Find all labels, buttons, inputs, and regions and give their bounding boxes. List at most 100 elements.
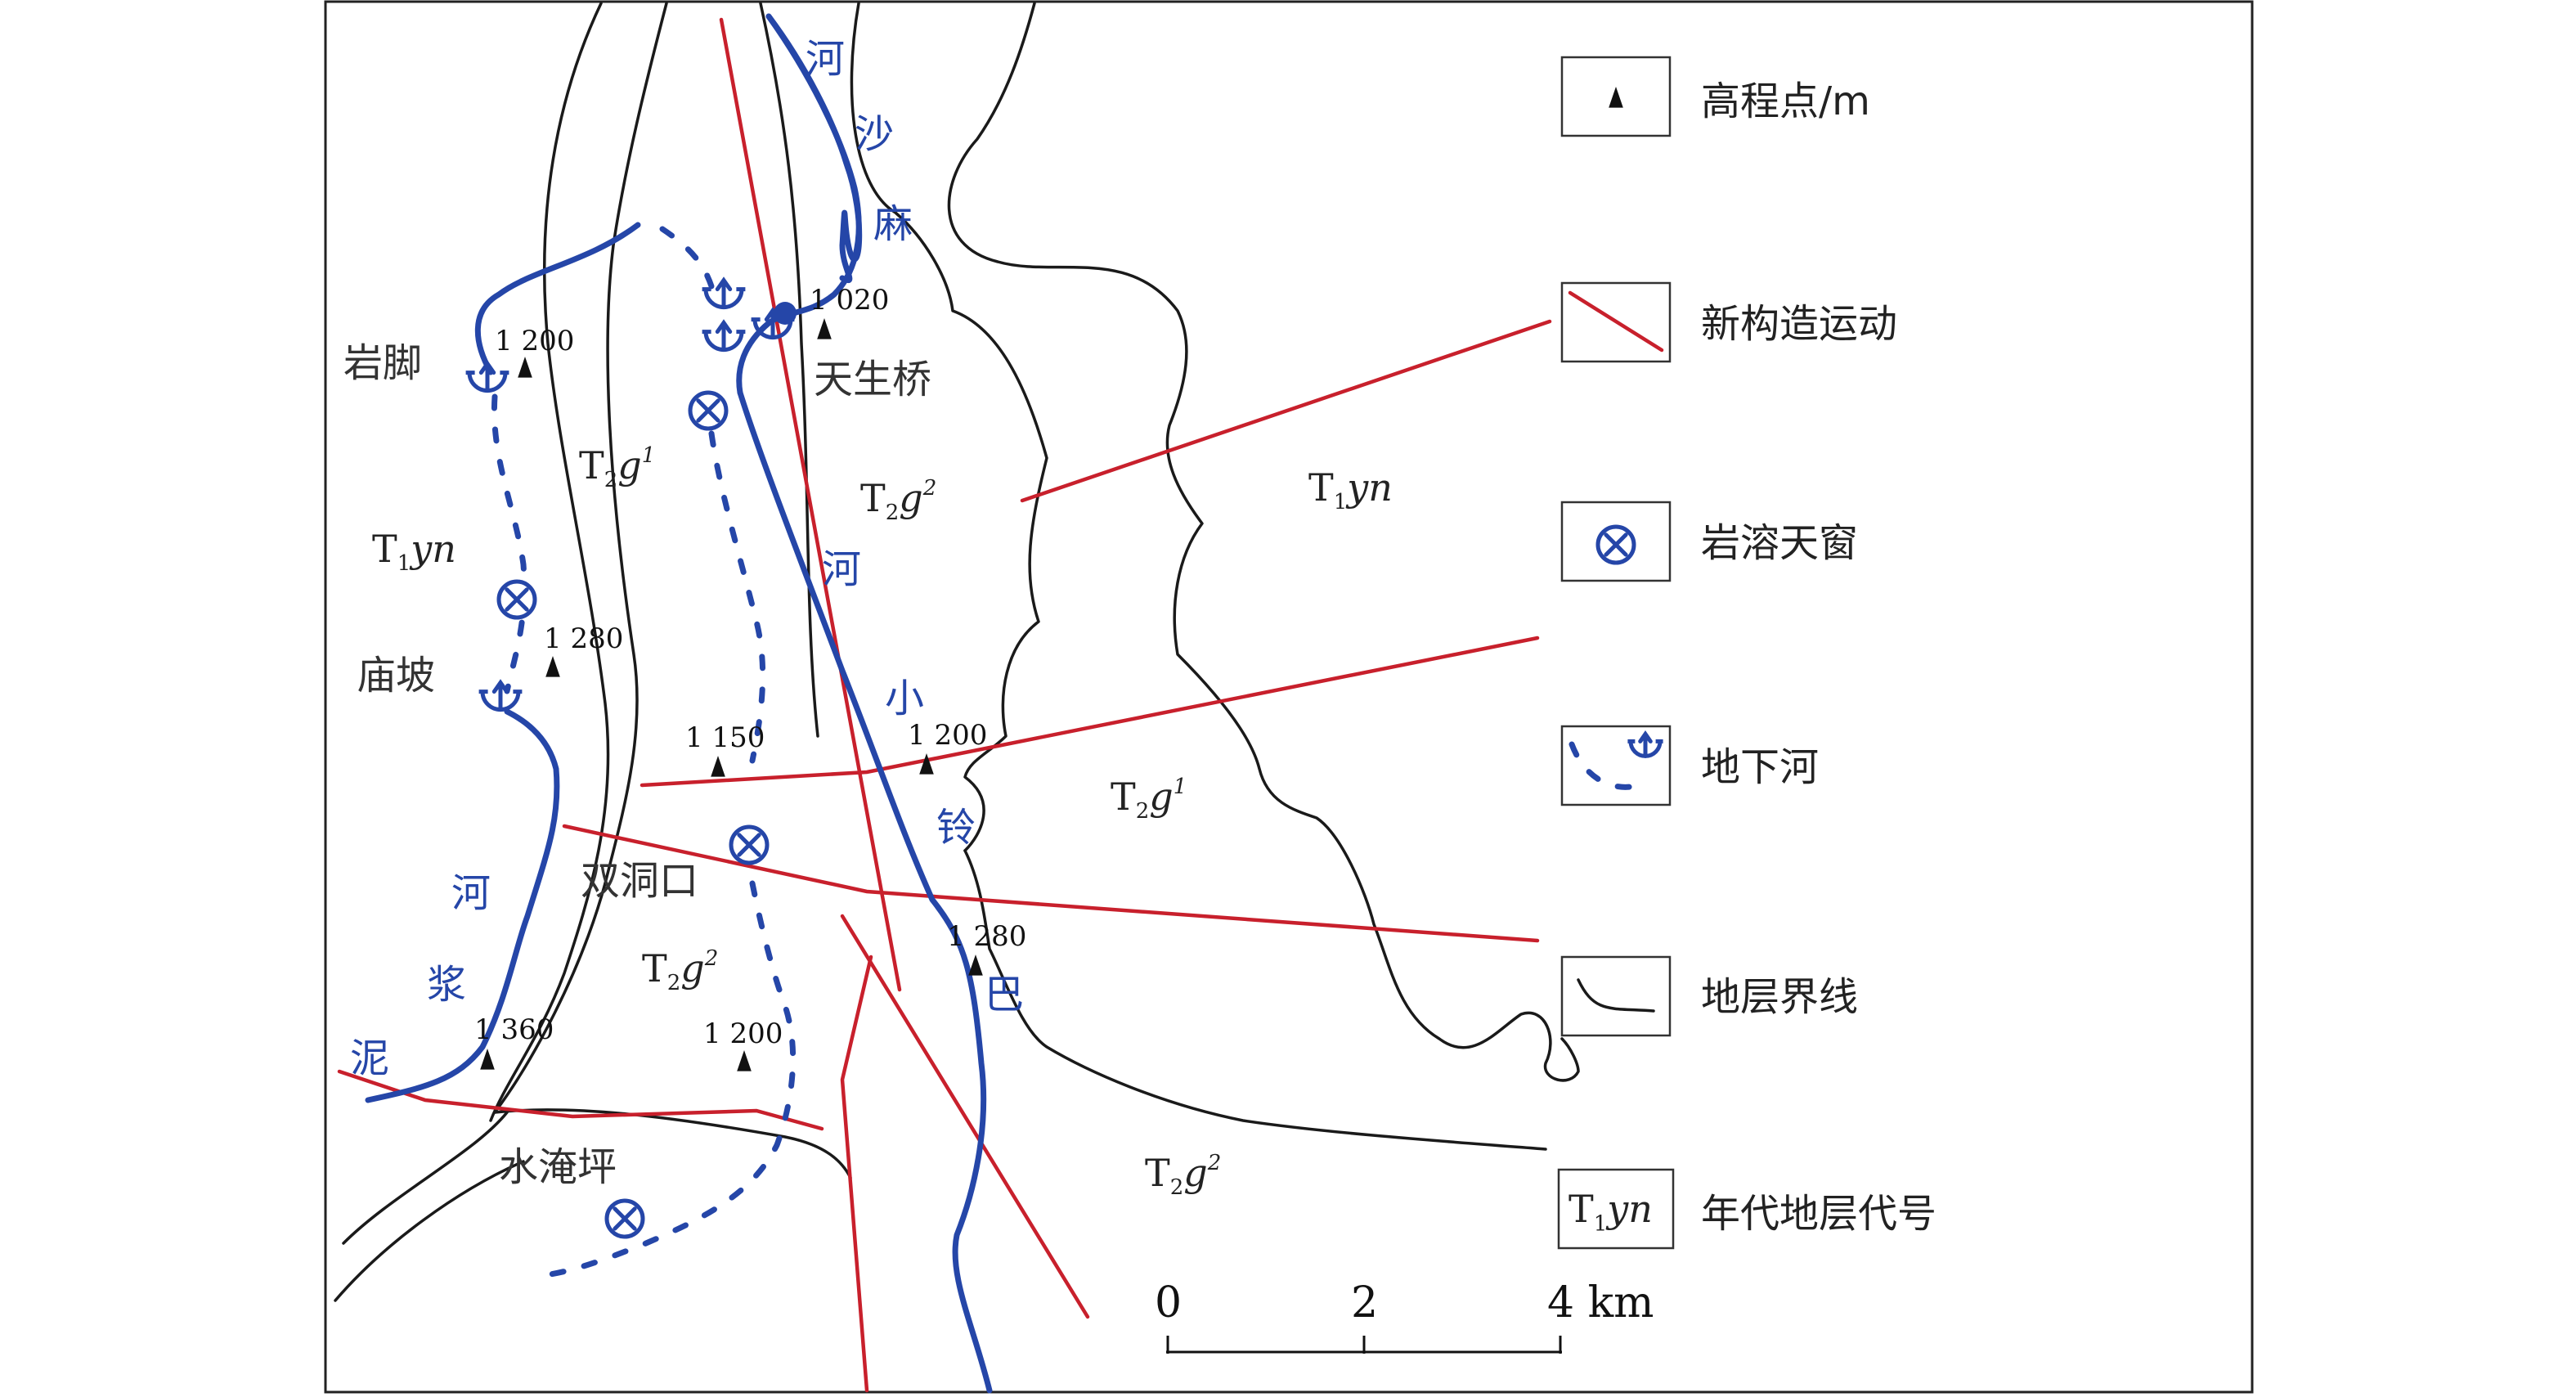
masha-river-line (736, 13, 862, 396)
stratum-line (489, 2, 610, 1122)
stratum-line (759, 2, 819, 738)
stratum-line (334, 1160, 525, 1302)
legend-label: 新构造运动 (1701, 301, 1897, 347)
elevation-triangle-icon (817, 318, 832, 339)
xiaoling-river-label: 巴 (985, 972, 1024, 1017)
stratum-line (493, 1108, 852, 1179)
legend-item-underground_river: 地下河 (1560, 725, 1819, 806)
xiaoling-river-line (737, 389, 993, 1394)
stratum-code-label: T1yn (372, 527, 456, 576)
legend-item-neotectonic: 新构造运动 (1560, 281, 1897, 363)
masha-river-label: 麻 (873, 201, 913, 247)
river-outlet-icon (702, 319, 746, 353)
fault-line (719, 17, 902, 992)
scale-bar: 0 2 4 km (1155, 1278, 1654, 1354)
fault-line (840, 955, 873, 1393)
river-outlets (465, 276, 797, 712)
nijiang-river-label: 河 (451, 870, 491, 916)
underground-river-line (708, 430, 766, 764)
river-outlet-icon (1627, 730, 1663, 758)
fault-line (562, 824, 1540, 943)
nijiang-river-label: 泥 (350, 1035, 389, 1081)
elevation-triangle-icon (711, 756, 725, 777)
stratum-code-label: T2g2 (642, 946, 718, 995)
fault-line (1020, 319, 1552, 503)
legend-item-stratum_boundary: 地层界线 (1560, 955, 1858, 1037)
stratum-swatch (1577, 978, 1655, 1013)
elevation-label: 1 200 (703, 1017, 783, 1050)
elevation-label: 1 280 (947, 920, 1026, 953)
elevation-triangle-icon (480, 1049, 495, 1070)
elevation-label: 1 150 (685, 721, 765, 754)
elevation-label: 1 200 (495, 325, 574, 357)
elevation-triangle-icon (919, 753, 934, 775)
elevation-label: 1 360 (474, 1013, 554, 1046)
scale-label-2: 2 (1351, 1278, 1378, 1327)
karst-window-icon (729, 824, 770, 865)
place-label: 庙坡 (357, 653, 435, 698)
legend-label: 年代地层代号 (1701, 1191, 1936, 1237)
karst-windows (496, 390, 770, 1239)
karst-window-icon (688, 390, 729, 431)
legend-item-elevation: 高程点/m (1560, 56, 1870, 137)
river-outlet-icon (478, 679, 523, 712)
legend-stratum-sample: T1yn (1568, 1187, 1653, 1237)
underground-rivers (491, 226, 797, 1279)
stratum-line (342, 882, 607, 1245)
karst-window-icon (604, 1198, 645, 1239)
elevation-triangle-icon (737, 1050, 752, 1071)
karst-window-icon (496, 579, 537, 620)
elevation-triangle-icon (1609, 87, 1623, 108)
legend-label: 岩溶天窗 (1701, 520, 1858, 566)
stratum-boundaries (334, 2, 1580, 1302)
legend-swatch (1557, 1168, 1675, 1250)
place-label: 水淹坪 (499, 1144, 617, 1190)
river-source-point (774, 302, 797, 325)
place-label: 天生桥 (814, 357, 931, 402)
stratum-line (963, 849, 1547, 1151)
stratum-code-label: T2g2 (1145, 1151, 1221, 1200)
nijiang-river-label: 浆 (427, 962, 466, 1008)
underground-river-line (659, 226, 715, 290)
legend-swatch (1560, 955, 1672, 1037)
xiaoling-river-label: 铃 (936, 805, 976, 851)
underground-swatch (1568, 741, 1647, 790)
place-label: 岩脚 (343, 340, 422, 386)
xiaoling-river-label: 小 (885, 676, 924, 721)
map-frame (324, 0, 2254, 1394)
stratum-line (850, 2, 1048, 852)
stratum-line (947, 2, 1580, 1082)
elevation-triangle-icon (518, 357, 532, 378)
elevation-label: 1 200 (908, 719, 987, 752)
legend-item-karst_window: 岩溶天窗 (1560, 501, 1858, 582)
underground-river-line (536, 880, 797, 1279)
masha-river-label: 河 (806, 36, 845, 82)
elevation-triangle-icon (968, 955, 983, 976)
stratum-code-label: T2g1 (1111, 775, 1187, 824)
surface-rivers (365, 13, 993, 1394)
river-outlet-icon (702, 276, 746, 310)
scale-label-0: 0 (1155, 1278, 1182, 1327)
stratum-code-label: T2g2 (860, 476, 936, 525)
fault-line (640, 636, 1540, 788)
stratum-line (604, 2, 668, 885)
river-outlet-icon (465, 360, 509, 393)
upper-left-river-line (474, 222, 641, 375)
nijiang-river-line (365, 708, 560, 1103)
legend-item-stratum_code: T1yn 年代地层代号 (1557, 1168, 1936, 1250)
neotectonic-faults (337, 17, 1552, 1393)
fault-line (337, 1069, 824, 1131)
legend-label: 地层界线 (1701, 974, 1858, 1020)
xiaoling-river-label: 河 (822, 546, 861, 592)
elevation-triangle-icon (545, 656, 560, 677)
place-label: 双洞口 (581, 858, 698, 904)
stratum-code-label: T2g1 (579, 443, 655, 492)
karst-window-icon (1595, 524, 1636, 565)
stratum-code-label: T1yn (1308, 465, 1393, 514)
